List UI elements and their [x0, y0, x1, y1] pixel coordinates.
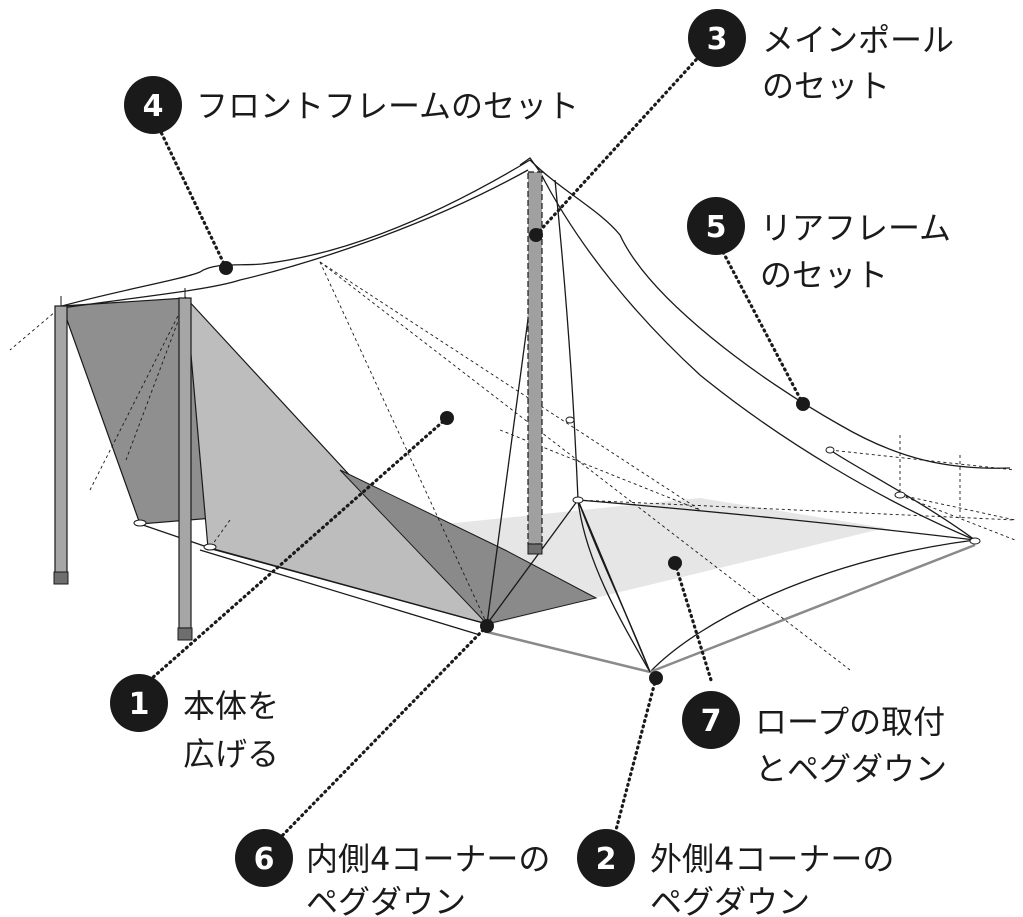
step-text-3-line2: のセット [762, 67, 890, 105]
roof-ridge-front [61, 159, 531, 307]
rear-body-edge [554, 179, 651, 673]
step-label-2: 2 外側4コーナーの ペグダウン [577, 829, 894, 917]
step-number-6: 6 [254, 842, 275, 877]
guyline-front-1 [125, 299, 187, 461]
step-text-5-line1: リアフレーム [760, 209, 951, 247]
step-number-4: 4 [143, 89, 164, 124]
step-badge-3 [688, 9, 746, 67]
step-text-6-line2: ペグダウン [306, 883, 466, 917]
step-badge-7 [682, 691, 740, 749]
step-text-3-line1: メインポール [762, 21, 954, 59]
leader-step-7 [673, 561, 713, 682]
step-label-5: 5 リアフレーム のセット [687, 197, 951, 294]
leader-step-2 [614, 676, 658, 832]
frame-front-c [319, 261, 851, 671]
leader-step-3 [534, 48, 707, 237]
front-right-pole [177, 288, 193, 641]
corner-markers [133, 416, 981, 551]
dot-step-1 [440, 411, 454, 425]
leader-lines [148, 48, 805, 842]
guyline-right-1 [829, 449, 1016, 471]
roof-ridge-rear-2 [539, 171, 976, 541]
dot-step-5 [796, 397, 810, 411]
main-pole [527, 171, 543, 555]
step-label-7: 7 ロープの取付 とペグダウン [682, 691, 947, 788]
step-badge-2 [577, 829, 635, 887]
step-label-4: 4 フロントフレームのセット [124, 76, 579, 134]
roof-ridge-front-2 [61, 169, 529, 309]
leader-step-1 [148, 416, 449, 682]
step-text-5-line2: のセット [760, 256, 888, 294]
step-text-7-line2: とペグダウン [755, 750, 947, 788]
leader-step-4 [158, 128, 228, 270]
tent-inner-panel-dark [339, 469, 598, 625]
leader-step-6 [276, 624, 489, 842]
front-left-pole [53, 296, 69, 585]
step-text-2-line2: ペグダウン [650, 883, 810, 917]
step-text-7-line1: ロープの取付 [755, 703, 945, 741]
guyline-left-upper [9, 305, 63, 351]
step-text-6-line1: 内側4コーナーの [306, 840, 550, 878]
step-badge-1 [110, 674, 168, 732]
frame-front-b [319, 261, 701, 511]
tent-illustration [9, 157, 1016, 674]
step-number-2: 2 [596, 842, 617, 877]
dot-step-3 [529, 228, 543, 242]
step-label-6: 6 内側4コーナーの ペグダウン [235, 829, 550, 917]
floor-left-edge [199, 549, 481, 636]
rear-right-curve [649, 539, 976, 673]
step-badge-4 [124, 76, 182, 134]
rear-floor-edge [577, 499, 976, 541]
step-text-1-line1: 本体を [183, 687, 279, 725]
step-text-2-line1: 外側4コーナーの [650, 840, 894, 878]
rear-side-line [829, 449, 976, 541]
leader-step-5 [720, 248, 805, 406]
step-number-7: 7 [701, 704, 722, 739]
roof-peak [519, 157, 541, 173]
frame-front-a [319, 261, 488, 625]
dot-step-4 [219, 261, 233, 275]
step-text-1-line2: 広げる [183, 735, 279, 773]
step-number-1: 1 [129, 687, 150, 722]
dot-step-6 [480, 619, 494, 633]
dot-step-7 [668, 556, 682, 570]
roof-ridge-rear [529, 159, 1011, 469]
floor-diagonal-dashed [577, 499, 1016, 521]
step-label-3: 3 メインポール のセット [688, 9, 954, 105]
step-number-3: 3 [707, 22, 728, 57]
guyline-right-2 [899, 494, 1016, 521]
step-badge-6 [235, 829, 293, 887]
step-text-4-line1: フロントフレームのセット [196, 87, 579, 125]
dot-step-2 [649, 671, 663, 685]
step-number-5: 5 [706, 210, 727, 245]
target-dots [219, 228, 810, 685]
step-label-1: 1 本体を 広げる [110, 674, 279, 773]
step-badge-5 [687, 197, 745, 255]
